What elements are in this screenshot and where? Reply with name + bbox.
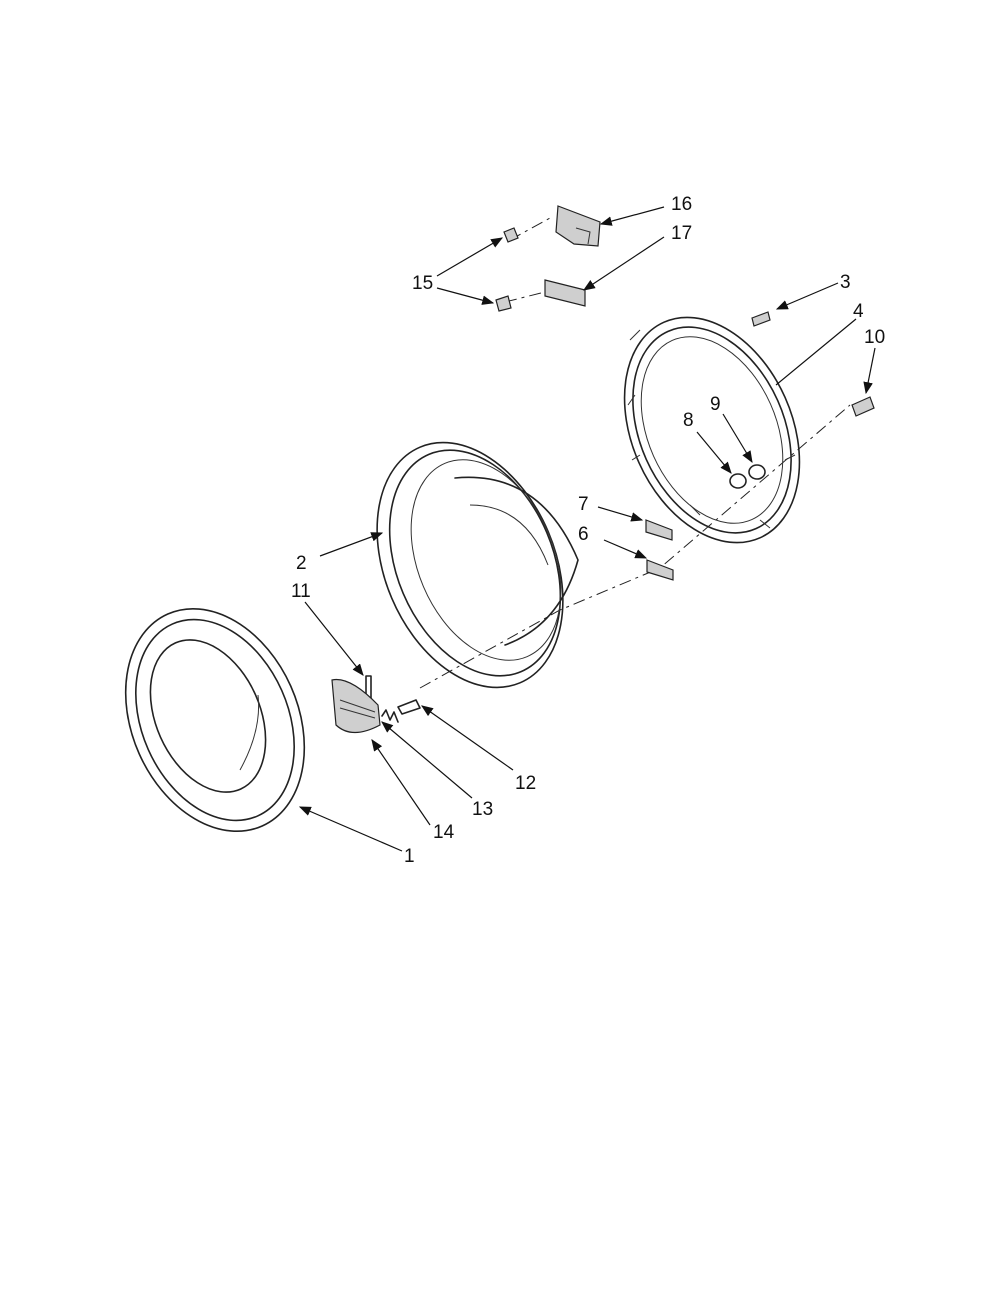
- part-1-outer-door-ring: [124, 607, 306, 833]
- part-12-clip: [397, 699, 421, 715]
- callout-2: 2: [296, 553, 307, 574]
- callout-7: 7: [578, 494, 589, 515]
- callout-labels: 1 2 3 4 6 7 8 9 10 11 12 13 14 15 16 17: [291, 194, 885, 867]
- callout-4: 4: [853, 301, 864, 322]
- callout-8: 8: [683, 410, 694, 431]
- callout-11: 11: [291, 581, 311, 602]
- part-6-block: [646, 559, 674, 581]
- callout-10: 10: [864, 327, 885, 348]
- callout-13: 13: [472, 799, 493, 820]
- callout-16: 16: [671, 194, 692, 215]
- callout-1: 1: [404, 846, 415, 867]
- part-13-spring: [381, 709, 399, 723]
- part-7-block: [645, 519, 673, 541]
- callout-17: 17: [671, 223, 692, 244]
- callout-9: 9: [710, 394, 721, 415]
- part-14-latch: [331, 678, 381, 734]
- part-17-strike: [544, 279, 586, 307]
- callout-12: 12: [515, 773, 536, 794]
- callout-14: 14: [433, 822, 455, 843]
- part-8-bushing: [729, 473, 747, 489]
- leader-lines: [298, 206, 876, 852]
- callout-3: 3: [840, 272, 851, 293]
- part-4-door-frame: [623, 316, 801, 544]
- part-9-bushing: [748, 464, 766, 480]
- callout-6: 6: [578, 524, 589, 545]
- part-3-screw: [751, 311, 771, 327]
- part-2-door-bowl: [376, 441, 579, 689]
- part-10-bolt: [851, 396, 875, 417]
- part-15-screw-lower: [495, 295, 512, 312]
- part-16-lock-switch: [555, 205, 601, 247]
- callout-15: 15: [412, 273, 433, 294]
- part-15-screw-upper: [503, 227, 519, 243]
